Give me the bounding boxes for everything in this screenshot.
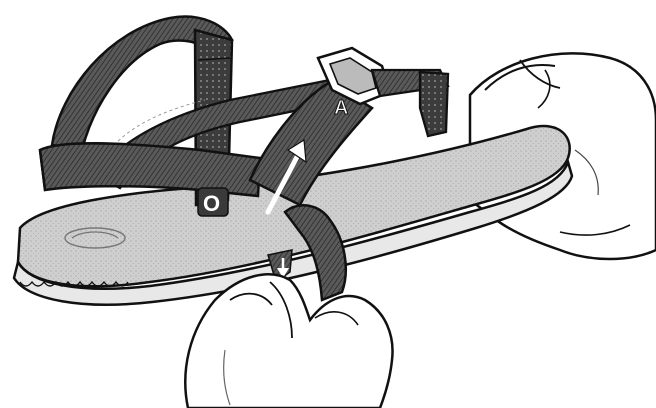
label-a: A: [334, 97, 348, 119]
label-a-tag: A: [334, 97, 348, 119]
label-o: O: [203, 191, 220, 216]
label-o-tag: O: [198, 188, 228, 216]
toe-strap: [420, 72, 448, 136]
left-hand: [185, 274, 392, 408]
